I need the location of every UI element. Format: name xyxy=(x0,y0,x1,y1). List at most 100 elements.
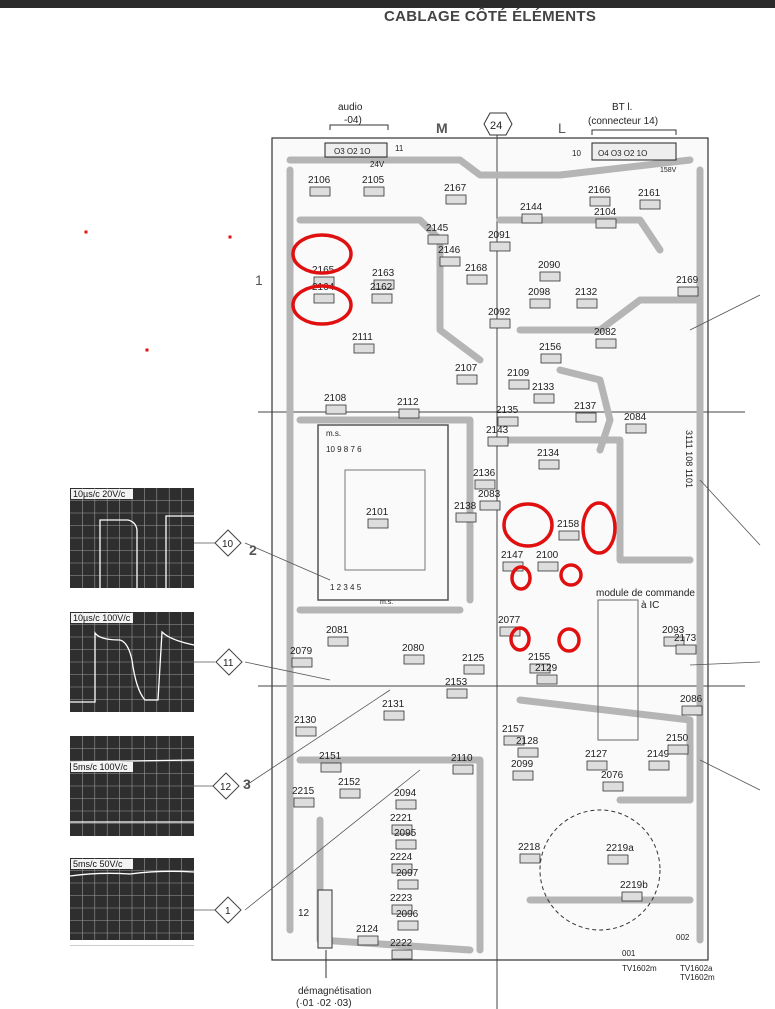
waveform xyxy=(69,759,195,823)
component-label-2091: 2091 xyxy=(488,230,511,241)
component-label-2150: 2150 xyxy=(666,733,689,744)
component-label-2106: 2106 xyxy=(308,175,331,186)
scope-label: 10µs/c 20V/c xyxy=(73,489,126,499)
waveform xyxy=(70,515,194,595)
waveform xyxy=(70,630,195,703)
page-title: CABLAGE CÔTÉ ÉLÉMENTS xyxy=(384,8,597,25)
component-label-2168: 2168 xyxy=(465,263,488,274)
component-2150 xyxy=(667,744,689,755)
component-label-2224: 2224 xyxy=(390,852,413,863)
component-2156 xyxy=(540,353,562,364)
component-label-2127: 2127 xyxy=(585,749,608,760)
scope-label: 10µs/c 100V/c xyxy=(73,613,131,623)
component-label-2129: 2129 xyxy=(535,663,558,674)
component-2094 xyxy=(395,799,417,810)
component-2105 xyxy=(363,186,385,197)
red-dot xyxy=(145,348,149,352)
component-2131 xyxy=(383,710,405,721)
component-label-2215: 2215 xyxy=(292,786,315,797)
component-2158 xyxy=(558,530,580,541)
pad-001: 001 xyxy=(622,949,636,958)
component-2157 xyxy=(503,735,525,746)
component-2076 xyxy=(602,781,624,792)
component-label-2132: 2132 xyxy=(575,287,598,298)
component-label-2107: 2107 xyxy=(455,363,478,374)
component-2098 xyxy=(529,298,551,309)
component-2155 xyxy=(529,663,551,674)
component-label-2165: 2165 xyxy=(312,265,335,276)
component-label-2158: 2158 xyxy=(557,519,580,530)
component-2100 xyxy=(537,561,559,572)
component-label-2079: 2079 xyxy=(290,646,313,657)
component-label-2094: 2094 xyxy=(394,788,417,799)
component-label-2145: 2145 xyxy=(426,223,449,234)
component-label-2112: 2112 xyxy=(397,397,419,408)
component-label-2084: 2084 xyxy=(624,412,647,423)
component-label-2137: 2137 xyxy=(574,401,597,412)
component-2146 xyxy=(439,256,461,267)
bt-conn-num: 10 xyxy=(572,149,581,158)
demag-sub: (·01 ·02 ·03) xyxy=(296,998,352,1009)
ref-tv1602a: TV1602a xyxy=(680,964,713,973)
component-2129 xyxy=(536,674,558,685)
audio-conn-num: 11 xyxy=(395,144,404,153)
bt-voltage: 158V xyxy=(660,167,677,174)
side-number-3: 3 xyxy=(243,776,251,792)
component-2079 xyxy=(291,657,313,668)
component-label-2105: 2105 xyxy=(362,175,385,186)
section-m: M xyxy=(436,120,448,136)
diamond-label: 11 xyxy=(223,658,234,669)
component-2097 xyxy=(397,879,419,890)
scope-label: 5ms/c 50V/c xyxy=(73,859,123,869)
scope-trace-4: 5ms/c 50V/c xyxy=(69,858,195,946)
component-2132 xyxy=(576,298,598,309)
component-2093 xyxy=(663,636,685,647)
component-2153 xyxy=(446,688,468,699)
bt-pins: O4 O3 O2 1O xyxy=(598,149,647,158)
audio-pins: O3 O2 1O xyxy=(334,147,370,156)
component-label-2163: 2163 xyxy=(372,268,395,279)
audio-connector xyxy=(324,142,388,158)
component-label-2219b: 2219b xyxy=(620,880,648,891)
module-label: module de commande xyxy=(596,588,695,599)
component-2135 xyxy=(497,416,519,427)
component-label-2146: 2146 xyxy=(438,245,461,256)
component-2138 xyxy=(455,512,477,523)
component-label-2135: 2135 xyxy=(496,405,519,416)
component-2168 xyxy=(466,274,488,285)
red-highlight-circle xyxy=(581,501,617,555)
component-2134 xyxy=(538,459,560,470)
component-2144 xyxy=(521,213,543,224)
component-label-2144: 2144 xyxy=(520,202,543,213)
component-2080 xyxy=(403,654,425,665)
component-2095 xyxy=(395,839,417,850)
component-label-2092: 2092 xyxy=(488,307,511,318)
connector-brackets xyxy=(329,124,677,135)
component-2084 xyxy=(625,423,647,434)
diamond-marker-11: 11 xyxy=(194,648,243,676)
component-label-2125: 2125 xyxy=(462,653,485,664)
component-2081 xyxy=(327,636,349,647)
component-label-2077: 2077 xyxy=(498,615,521,626)
component-label-2153: 2153 xyxy=(445,677,468,688)
component-2111 xyxy=(353,343,375,354)
ic-module-connector xyxy=(597,599,639,741)
component-label-2099: 2099 xyxy=(511,759,534,770)
side-number-2: 2 xyxy=(249,542,257,558)
component-label-2152: 2152 xyxy=(338,777,361,788)
component-2092 xyxy=(489,318,511,329)
red-highlight-circle xyxy=(510,565,532,591)
red-highlight-circle xyxy=(291,284,353,326)
diamond-label: 10 xyxy=(222,539,234,550)
component-2101 xyxy=(367,518,389,529)
component-2112 xyxy=(398,408,420,419)
component-label-2086: 2086 xyxy=(680,694,703,705)
component-2173 xyxy=(675,644,697,655)
module-sub: à IC xyxy=(641,600,659,611)
component-label-2093: 2093 xyxy=(662,625,685,636)
pad-002: 002 xyxy=(676,933,690,942)
component-label-2108: 2108 xyxy=(324,393,347,404)
